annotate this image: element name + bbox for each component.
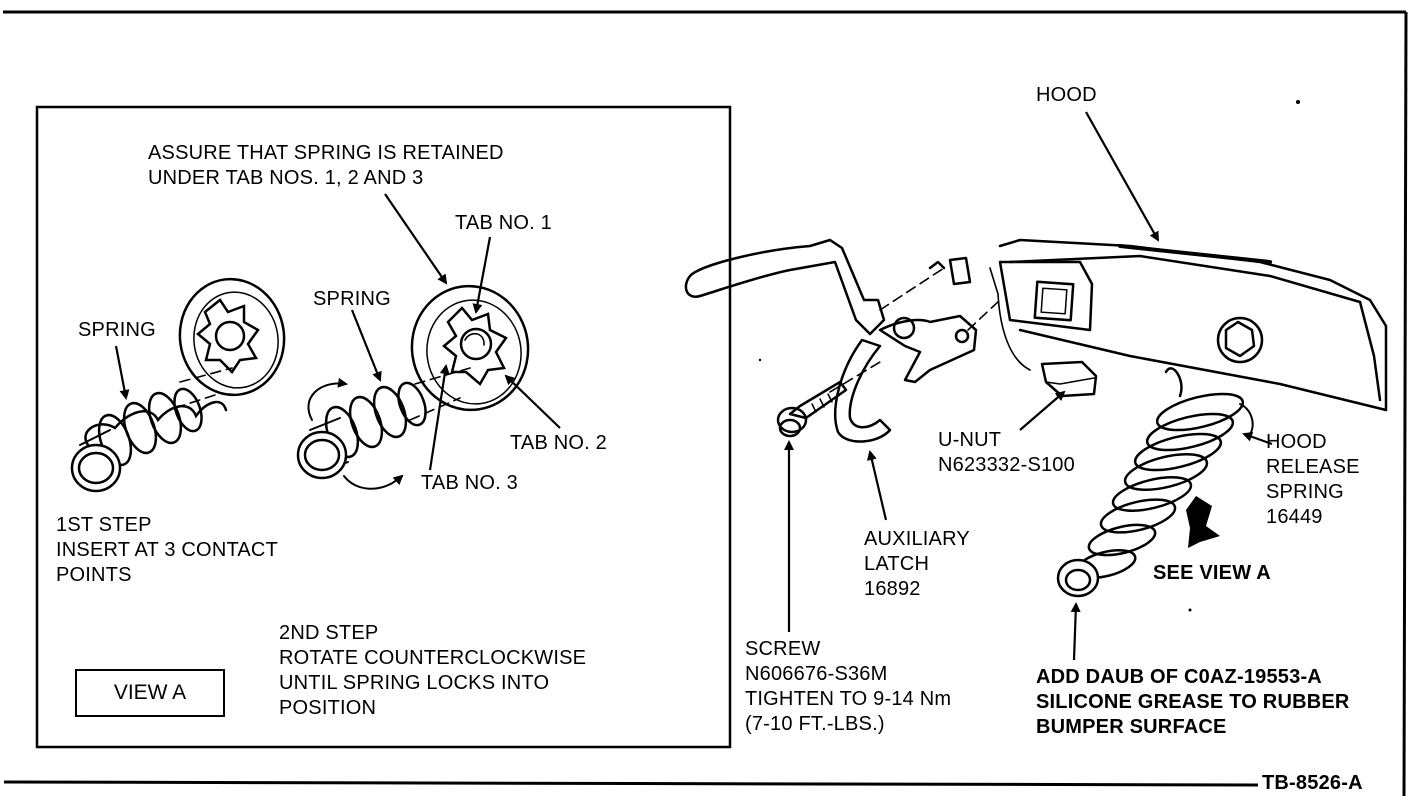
hood-bolt — [1216, 316, 1264, 364]
page-frame — [3, 10, 1408, 797]
retainer-plate-left — [178, 277, 286, 397]
label-auxiliary-latch: AUXILIARY LATCH 16892 — [864, 528, 970, 600]
view-a-right-assembly — [296, 284, 530, 490]
hood-panel — [998, 238, 1388, 412]
label-u-nut: U-NUT N623332-S100 — [938, 429, 1075, 476]
rotation-arrow-lower — [343, 474, 404, 490]
label-spring-left: SPRING — [78, 319, 156, 341]
hood-release-spring — [1056, 367, 1254, 598]
screw — [788, 380, 848, 420]
retainer-plate-right — [410, 284, 530, 412]
label-tab-no-2: TAB NO. 2 — [510, 432, 608, 454]
scan-specks — [758, 100, 1300, 612]
grease-note: ADD DAUB OF C0AZ-19553-A SILICONE GREASE… — [1036, 666, 1350, 738]
step-2-text: 2ND STEP ROTATE COUNTERCLOCKWISE UNTIL S… — [279, 622, 587, 719]
label-see-view-a: SEE VIEW A — [1153, 562, 1271, 584]
rotation-arrow-upper — [307, 377, 348, 421]
see-view-a-arrow — [1186, 496, 1220, 548]
label-tab-no-3: TAB NO. 3 — [421, 472, 519, 494]
main-leaders — [784, 111, 1273, 661]
view-a-box: VIEW A — [75, 669, 225, 717]
label-screw: SCREW N606676-S36M TIGHTEN TO 9-14 Nm (7… — [745, 638, 952, 735]
label-hood-release-spring: HOOD RELEASE SPRING 16449 — [1266, 431, 1360, 528]
view-a-frame — [35, 105, 732, 749]
label-tab-no-1: TAB NO. 1 — [455, 212, 553, 234]
view-a-left-assembly — [70, 277, 286, 493]
figure-id: TB-8526-A — [1262, 772, 1363, 794]
auxiliary-latch-assembly — [684, 238, 1098, 443]
latch-hook — [834, 338, 892, 443]
label-spring-right: SPRING — [313, 288, 391, 310]
step-1-text: 1ST STEP INSERT AT 3 CONTACT POINTS — [56, 514, 278, 586]
view-a-leaders — [114, 193, 561, 471]
label-hood: HOOD — [1036, 84, 1097, 106]
note-spring-retained: ASSURE THAT SPRING IS RETAINED UNDER TAB… — [148, 142, 504, 189]
